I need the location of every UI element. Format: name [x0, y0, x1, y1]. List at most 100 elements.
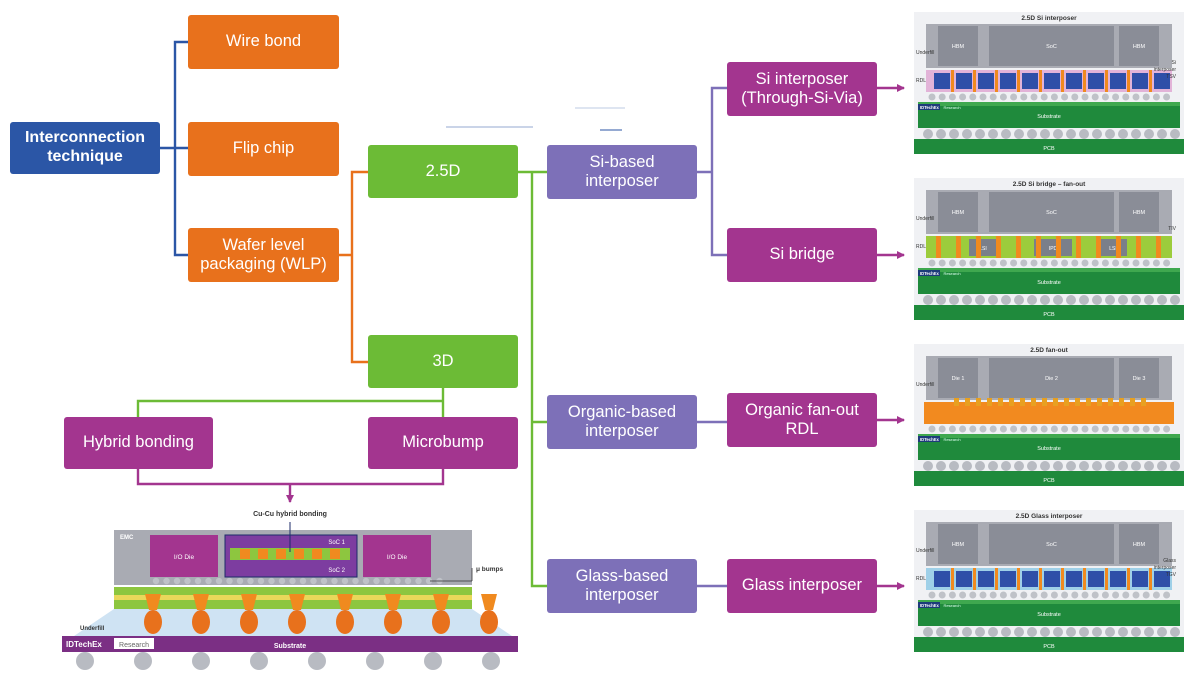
- pcb-ball: [1170, 295, 1180, 305]
- side-label: Underfill: [916, 382, 934, 388]
- pcb-ball: [1170, 461, 1180, 471]
- interposer-block: [1088, 73, 1104, 89]
- bump: [1064, 398, 1069, 406]
- brand-badge: [918, 104, 940, 110]
- bump-ball: [1122, 591, 1130, 599]
- interposer-block: [1044, 571, 1060, 587]
- tsv: [995, 70, 998, 92]
- cu-pad: [276, 549, 286, 559]
- bump-ball: [989, 259, 997, 267]
- underfill-label: Underfill: [80, 626, 105, 632]
- pcb: [914, 139, 1184, 154]
- bump-ball: [1061, 591, 1069, 599]
- solder-bump: [240, 610, 258, 634]
- pcb-ball: [1001, 461, 1011, 471]
- package-ball: [192, 652, 210, 670]
- bump-ball: [1010, 259, 1018, 267]
- node-wire-bond: Wire bond: [188, 15, 339, 69]
- bump-ball: [1112, 591, 1120, 599]
- tsv: [1061, 70, 1064, 92]
- bump-ball: [1163, 93, 1171, 101]
- bump-ball: [938, 93, 946, 101]
- side-label: TSV: [1166, 74, 1176, 80]
- micro-bump: [394, 577, 401, 585]
- bump-ball: [1122, 425, 1130, 433]
- tiv: [1076, 236, 1081, 258]
- substrate-label: Substrate: [274, 643, 306, 650]
- pcb-ball: [1105, 129, 1115, 139]
- pcb-ball: [936, 627, 946, 637]
- tsv: [973, 568, 976, 590]
- substrate: [62, 636, 518, 652]
- interposer-block: [934, 571, 950, 587]
- pcb-ball: [962, 295, 972, 305]
- package-ball: [482, 652, 500, 670]
- connector-violet: [697, 86, 727, 257]
- bump-ball: [959, 259, 967, 267]
- pcb-ball: [1118, 129, 1128, 139]
- bump-ball: [1040, 591, 1048, 599]
- pcb-ball: [1144, 129, 1154, 139]
- cu-pad: [294, 549, 304, 559]
- tsv: [973, 70, 976, 92]
- pcb-ball: [1027, 461, 1037, 471]
- bump-ball: [1163, 425, 1171, 433]
- bump-ball: [989, 425, 997, 433]
- pcb-label: PCB: [1043, 312, 1055, 318]
- tsv: [1127, 568, 1130, 590]
- pcb-ball: [1040, 129, 1050, 139]
- bump-ball: [1081, 425, 1089, 433]
- bump-ball: [1071, 93, 1079, 101]
- cu-pad: [258, 549, 268, 559]
- tsv: [1017, 568, 1020, 590]
- tsv: [1039, 70, 1042, 92]
- substrate-label: Substrate: [1037, 114, 1061, 120]
- tsv: [951, 568, 954, 590]
- micro-bump: [404, 577, 412, 585]
- bump: [1031, 398, 1036, 406]
- tiv: [976, 236, 981, 258]
- pcb-ball: [1092, 461, 1102, 471]
- pcb-ball: [949, 461, 959, 471]
- pcb-ball: [1170, 129, 1180, 139]
- connector-orange: [339, 170, 368, 364]
- bump: [1042, 398, 1047, 406]
- substrate: [918, 600, 1180, 626]
- bump-ball: [1050, 93, 1058, 101]
- pcb-ball: [1040, 461, 1050, 471]
- bump-ball: [1091, 93, 1099, 101]
- soc2-label: SoC 2: [328, 568, 345, 574]
- bump-ball: [1040, 425, 1048, 433]
- pcb-ball: [1079, 627, 1089, 637]
- interposer-block: [1110, 73, 1126, 89]
- bump: [1020, 398, 1025, 406]
- brand-label: IDTechEx: [920, 271, 939, 276]
- chip: [989, 524, 1114, 564]
- solder-bump: [144, 610, 162, 634]
- bump-ball: [1030, 93, 1038, 101]
- pcb-ball: [1066, 461, 1076, 471]
- pcb: [914, 305, 1184, 320]
- bump-ball: [979, 425, 987, 433]
- interposer-block: [956, 571, 972, 587]
- brand-label: IDTechEx: [920, 437, 939, 442]
- bump-ball: [1071, 259, 1079, 267]
- interposer-block: [1088, 571, 1104, 587]
- pcb-ball: [1066, 295, 1076, 305]
- pcb-ball: [962, 129, 972, 139]
- bump-ball: [1101, 93, 1109, 101]
- interposer-block: [1022, 73, 1038, 89]
- tsv: [951, 70, 954, 92]
- bump-ball: [1040, 259, 1048, 267]
- pcb-ball: [936, 129, 946, 139]
- bump-ball: [1101, 259, 1109, 267]
- chip: [1119, 192, 1159, 232]
- micro-bump: [257, 577, 265, 585]
- tsv: [1127, 70, 1130, 92]
- solder-bump: [480, 610, 498, 634]
- pcb-ball: [1092, 295, 1102, 305]
- brand-sub-label: Research: [943, 105, 960, 110]
- brand-label: IDTechEx: [920, 603, 939, 608]
